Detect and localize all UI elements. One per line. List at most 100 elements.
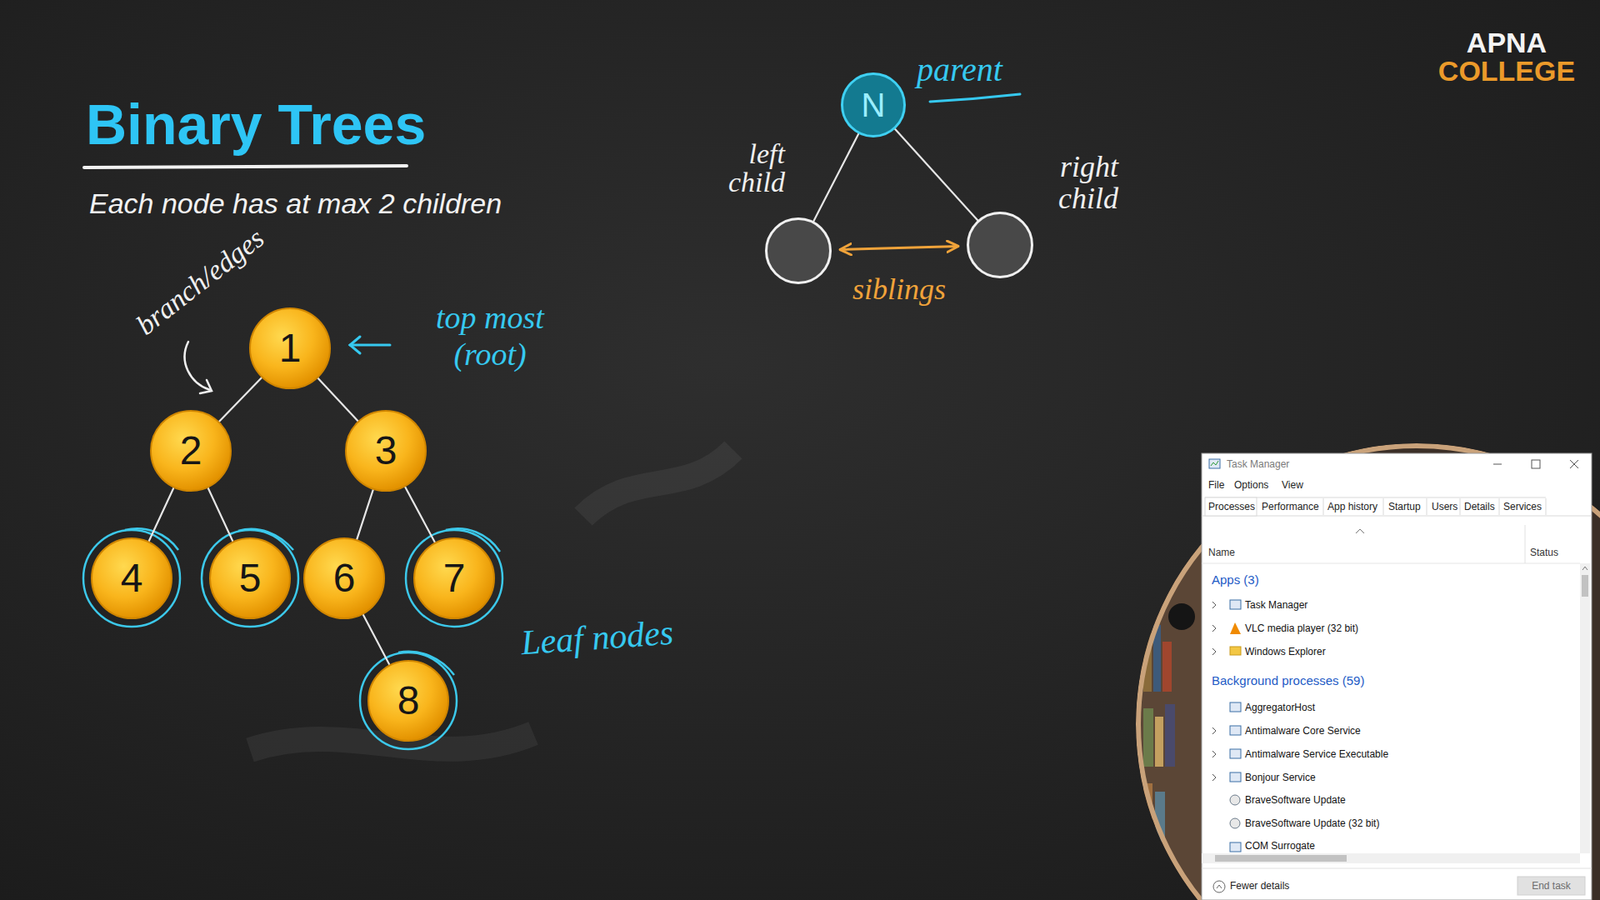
close-button [1570,460,1579,469]
leaf-ring [360,652,457,750]
process-name: VLC media player (32 bit) [1245,622,1359,635]
node-value: 7 [443,554,466,603]
pointer-head [350,336,360,354]
menu-item: Options [1234,479,1269,491]
fewer-details-icon [1213,880,1225,893]
node-circle [210,538,290,619]
subtitle: Each node has at max 2 children [89,186,502,221]
tree-branch [895,129,978,220]
footer-line [1201,868,1592,870]
root-pointer [350,336,390,354]
tree-branch [208,487,234,541]
node-caption: parent [916,51,1003,89]
leaf-node: 8 [367,660,450,742]
process-name: COM Surrogate [1245,840,1315,852]
pointer-line [350,344,390,347]
menu-item: View [1281,479,1304,491]
tree-node: 2 [150,410,232,492]
task-manager-window [1201,453,1592,900]
chevron [1212,750,1216,758]
scroll-thumb [1215,855,1347,862]
footer-link: Fewer details [1230,880,1290,892]
maximize-button [1531,460,1540,469]
webcam-rim [1138,445,1600,900]
tab: Users [1431,500,1458,513]
node-value: 1 [279,324,302,373]
bookshelf [1140,500,1207,900]
leaf-ring [201,530,299,627]
leaf-node: 7 [413,537,495,620]
node-value: 2 [180,426,203,475]
node-caption: left child [713,140,785,197]
tab: App history [1327,500,1378,513]
tree-branch [317,378,358,421]
column-header: Name [1208,546,1235,559]
book [1143,708,1154,767]
update-icon [1230,795,1240,805]
node-circle [304,538,385,619]
tree-branch [219,377,262,422]
leaf-node: 5 [209,537,291,620]
process-name: BraveSoftware Update [1245,794,1346,806]
process-icon [1230,725,1241,735]
smudge [583,450,734,517]
sibling-arrow [840,245,959,250]
node-circle [91,538,172,619]
chalk-smudges [250,450,734,750]
process-name: Antimalware Service Executable [1245,748,1389,760]
end-task-button [1517,876,1585,895]
header-line [1201,563,1580,565]
process-name: BraveSoftware Update (32 bit) [1245,817,1380,830]
child-node: left child [765,217,832,285]
process-name: Windows Explorer [1245,645,1326,658]
pointer-head [200,380,212,394]
process-icon [1230,842,1241,852]
tab: Startup [1388,500,1421,513]
handwritten-note: top most (root) [415,300,565,373]
menu-item: File [1208,479,1225,491]
edge-label: siblings [852,273,946,307]
process-name: Bonjour Service [1245,771,1316,784]
logo-text: COLLEGE [1427,56,1586,85]
tab-strip-line [1201,515,1592,517]
tree-node: 1 [249,307,331,390]
tree-node: 6 [303,537,385,620]
circle-outline [966,211,1034,279]
tab: Details [1464,500,1495,513]
scroll-up [1582,566,1588,570]
node-caption: right child [1018,151,1119,215]
column-header: Status [1530,546,1559,559]
tab: Services [1503,500,1542,513]
webcam-overlay [1135,443,1600,900]
node-circle [766,219,831,284]
leaf-ring [83,530,180,627]
chevron [1212,727,1216,735]
child-node: right child [966,211,1034,279]
fewer-details-chevron [1216,885,1222,889]
group-heading: Background processes (59) [1211,673,1365,689]
process-name: Task Manager [1245,599,1308,611]
title-underline [84,165,407,168]
logo-text: APNA [1427,28,1586,57]
node-circle [968,213,1033,278]
column-divider [1525,525,1526,564]
branch-pointer [185,341,212,394]
process-icons [1230,600,1241,852]
book [1165,704,1175,767]
process-icon [1230,600,1241,610]
selected-tab [1205,497,1257,516]
node-circle [150,410,231,491]
node-circle [345,410,426,491]
node-value: 5 [239,554,262,603]
node-circle [368,660,449,741]
microphone [1168,603,1195,630]
process-name: Antimalware Core Service [1245,725,1361,737]
book [1155,716,1164,767]
chevron [1212,648,1216,655]
window-frame [1201,453,1592,900]
process-icon [1230,702,1241,712]
leaf-node: 4 [90,537,173,620]
app-icon [1209,459,1220,469]
tab: Processes [1208,500,1255,513]
update-icon [1230,818,1240,829]
